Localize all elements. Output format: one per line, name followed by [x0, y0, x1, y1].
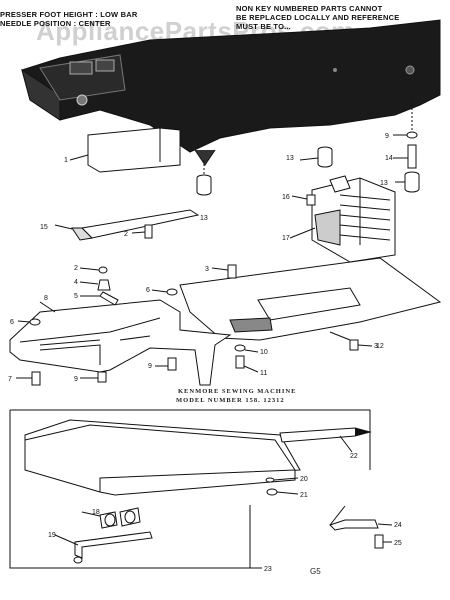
callout-13: 13 — [200, 215, 208, 222]
callout-9: 9 — [74, 376, 78, 383]
callout-6: 6 — [146, 287, 150, 294]
part-8-base-frame — [9, 299, 232, 386]
callout-4: 4 — [74, 279, 78, 286]
callout-25: 25 — [394, 540, 402, 547]
model-caption-line-1: KENMORE SEWING MACHINE — [178, 388, 297, 395]
part-case-lid — [24, 424, 296, 496]
part-1-cover-plate — [87, 127, 181, 173]
callout-24: 24 — [394, 522, 402, 529]
callout-8: 8 — [44, 295, 48, 302]
callout-14: 14 — [385, 155, 393, 162]
callout-15: 15 — [40, 224, 48, 231]
callout-13: 13 — [380, 180, 388, 187]
callout-16: 16 — [282, 194, 290, 201]
notice-line-2: BE REPLACED LOCALLY AND REFERENCE — [236, 13, 400, 22]
callout-10: 10 — [260, 349, 268, 356]
callout-23: 23 — [264, 566, 272, 573]
part-12-bed-plate — [179, 257, 442, 341]
callout-3: 3 — [374, 343, 378, 350]
needle-position-note: NEEDLE POSITION : CENTER — [0, 19, 111, 28]
page-code: G5 — [310, 567, 321, 576]
part-23-bracket-outline — [9, 409, 371, 569]
callout-12: 12 — [376, 343, 384, 350]
callout-20: 20 — [300, 476, 308, 483]
part-15-bar — [80, 209, 200, 239]
callout-11: 11 — [260, 370, 267, 377]
callout-22: 22 — [350, 453, 358, 460]
callout-2: 2 — [124, 231, 128, 238]
callout-6: 6 — [10, 319, 14, 326]
part-22-rod — [279, 427, 364, 443]
callout-7: 7 — [8, 376, 12, 383]
callout-2: 2 — [74, 265, 78, 272]
callout-9: 9 — [385, 133, 389, 140]
callout-18: 18 — [92, 509, 100, 516]
part-17-motor-assembly — [311, 175, 396, 263]
callout-19: 19 — [48, 532, 56, 539]
callout-5: 5 — [74, 293, 78, 300]
model-caption-line-2: MODEL NUMBER 158. 12312 — [176, 397, 285, 404]
callout-1: 1 — [64, 157, 68, 164]
callout-17: 17 — [282, 235, 290, 242]
callout-13: 13 — [286, 155, 294, 162]
callout-3: 3 — [205, 266, 209, 273]
notice-line-1: NON KEY NUMBERED PARTS CANNOT — [236, 4, 383, 13]
callout-21: 21 — [300, 492, 308, 499]
presser-foot-note: PRESSER FOOT HEIGHT : LOW BAR — [0, 10, 138, 19]
callout-9: 9 — [148, 363, 152, 370]
notice-line-3: MUST BE TO... — [236, 22, 291, 31]
machine-head — [21, 19, 441, 166]
part-19-l-wrench — [74, 531, 153, 559]
